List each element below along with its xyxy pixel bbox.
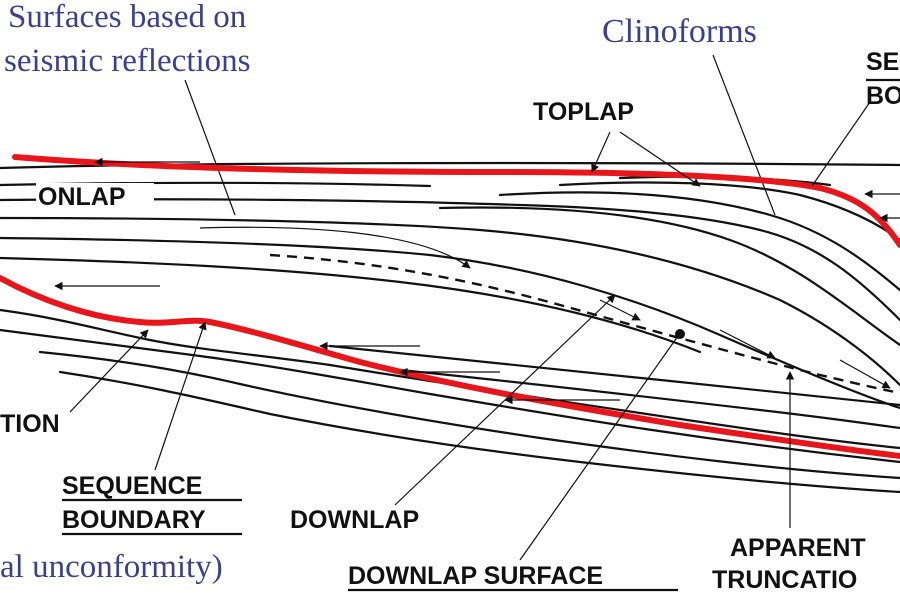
leader-surfaces [184, 79, 236, 216]
pointer-downlap [394, 294, 616, 506]
sequence-boundary-lower [0, 275, 900, 459]
label-apparent: APPARENT [730, 534, 866, 562]
annotation-surfaces-line2: seismic reflections [4, 43, 251, 79]
downlap-dashed-surface [269, 253, 896, 394]
label-downlap-surface: DOWNLAP SURFACE [348, 562, 603, 590]
pointer-top-right [811, 101, 871, 187]
label-truncation: TRUNCATIO [712, 566, 857, 594]
leader-clinoforms [712, 54, 776, 216]
sequence-boundary-upper [12, 154, 900, 248]
reflection-lines [0, 161, 900, 494]
annotation-unconformity: al unconformity) [0, 549, 223, 585]
label-tion: TION [0, 410, 60, 438]
label-sequence-boundary-line2: BOUNDARY [62, 506, 206, 534]
onlap-bg [36, 183, 154, 209]
label-onlap: ONLAP [38, 183, 126, 211]
pointer-truncation-2 [719, 329, 776, 359]
annotation-surfaces-line1: Surfaces based on [8, 0, 246, 35]
pointer-toplap-b [619, 131, 701, 187]
label-downlap: DOWNLAP [290, 506, 419, 534]
annotation-clinoforms: Clinoforms [602, 13, 757, 50]
pointer-downlap-surface [519, 335, 679, 561]
pointer-sequence-boundary [154, 321, 207, 471]
label-sequence-boundary-line1: SEQUENCE [62, 472, 202, 500]
pointer-toplap-a [591, 131, 611, 173]
label-top-right-1: SE [866, 48, 899, 76]
direction-arrows [54, 157, 900, 405]
pointer-downlap-surface-2 [599, 299, 641, 321]
label-top-right-2: BO [866, 82, 900, 110]
pointer-truncation-3 [839, 359, 891, 389]
label-toplap: TOPLAP [533, 98, 634, 126]
pointer-tion [69, 329, 149, 413]
pointer-onlap-curve [199, 226, 471, 269]
